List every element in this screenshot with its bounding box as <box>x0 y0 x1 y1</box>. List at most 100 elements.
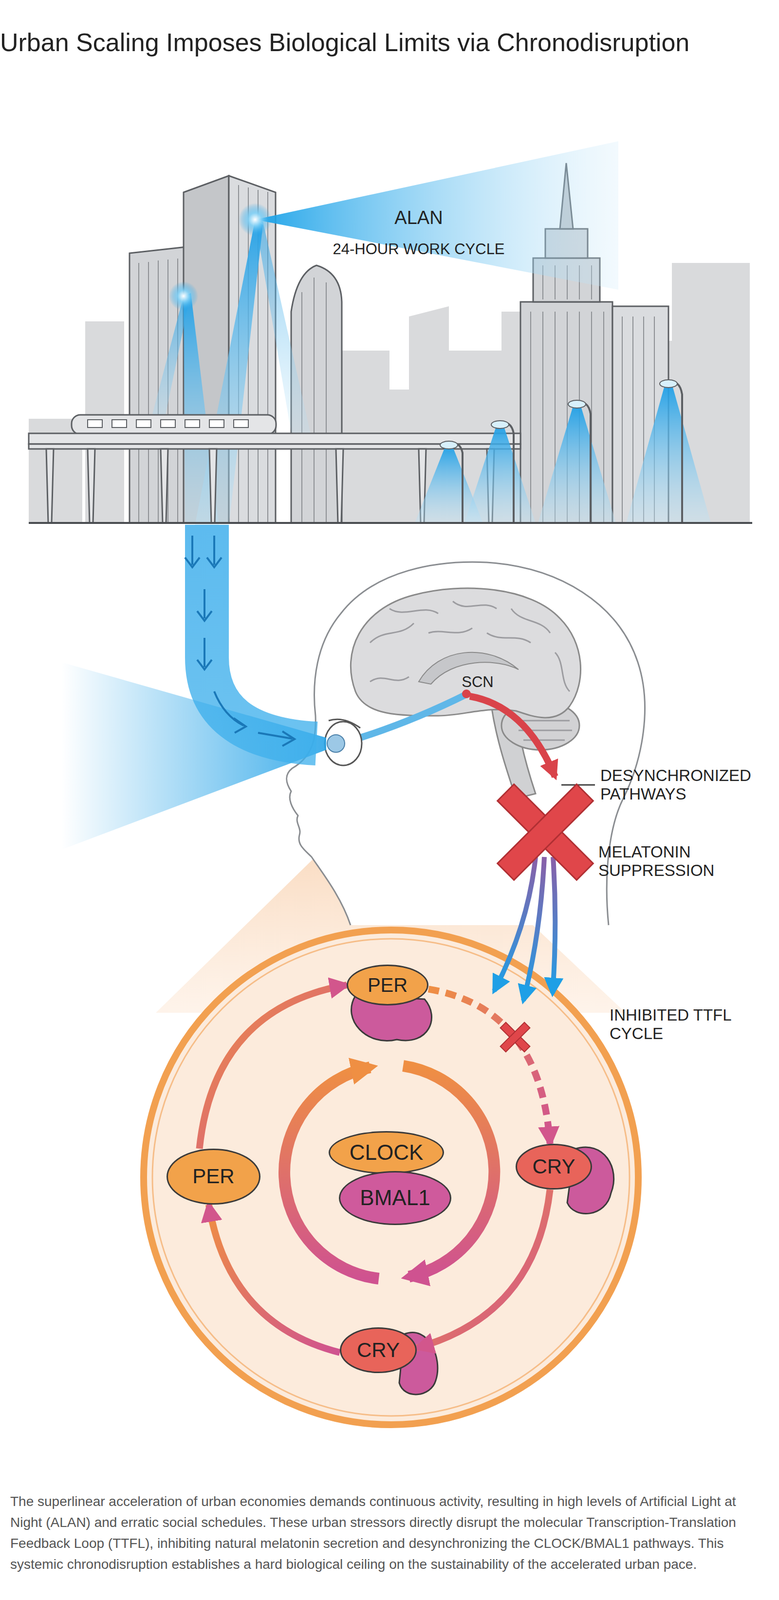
brain-fold <box>555 652 570 692</box>
ground-line <box>28 521 753 524</box>
window-lines <box>542 311 544 523</box>
brain-fold <box>370 676 409 682</box>
scn-dot <box>462 689 471 699</box>
block-x <box>497 784 594 881</box>
protein-node: PER <box>166 1148 261 1205</box>
train-window <box>87 419 249 428</box>
inner-cycle-arrow <box>284 1065 495 1279</box>
window-lines <box>621 316 623 523</box>
eye <box>324 721 362 766</box>
viaduct <box>87 448 95 523</box>
lamp-head <box>491 420 509 429</box>
window-lines <box>138 262 140 523</box>
node-label: BMAL1 <box>359 1186 430 1209</box>
brain-fold <box>523 739 565 742</box>
street-lamp-cone <box>626 385 711 523</box>
eye <box>360 693 468 738</box>
train-window <box>160 419 176 428</box>
head-silhouette <box>286 561 645 926</box>
light-arrow <box>206 557 222 568</box>
protein-node: CRY <box>339 1327 417 1373</box>
lamp-head <box>568 400 586 409</box>
brain-fold <box>516 720 570 722</box>
train-window <box>87 419 103 428</box>
protein-node: PER <box>346 964 429 1006</box>
eye <box>324 693 468 766</box>
protein-node: BMAL1 <box>338 1170 452 1225</box>
brain-fold <box>370 601 573 741</box>
caption-text: The superlinear acceleration of urban ec… <box>10 1490 765 1575</box>
ttfl-circle <box>143 929 639 1425</box>
cycle-arrow <box>199 984 347 1149</box>
lamp-head <box>659 379 678 388</box>
head-silhouette <box>286 561 645 926</box>
protein-node: CLOCK <box>328 1131 445 1174</box>
light-arrow <box>203 637 206 668</box>
skyline-background <box>384 389 414 523</box>
light-arrow <box>197 659 212 670</box>
building-light-beam <box>183 293 220 526</box>
eye <box>328 719 361 728</box>
annotation-label: ALAN <box>345 207 492 229</box>
node-label: PER <box>367 974 408 996</box>
ttfl-circle <box>152 938 630 1416</box>
viaduct <box>71 414 277 435</box>
light-arrow <box>185 535 295 746</box>
brain-fold <box>370 623 414 643</box>
street-lamp <box>576 402 591 523</box>
inhibit-x <box>500 1022 531 1053</box>
inhibit-x <box>500 1022 531 1053</box>
ground-line <box>28 522 753 524</box>
node-label: CRY <box>356 1339 400 1361</box>
viaduct <box>335 448 344 523</box>
annotation-label: SCN <box>448 673 507 691</box>
node-label: PER <box>192 1165 235 1188</box>
building-light-beam <box>146 219 312 526</box>
viaduct <box>28 414 521 523</box>
annotation-label: DESYNCHRONIZED PATHWAYS <box>600 766 766 804</box>
protein-node: CRY <box>515 1143 593 1190</box>
inhibit-x <box>500 1022 531 1053</box>
signal-arrow <box>469 696 556 777</box>
brain-fold <box>486 632 531 643</box>
building-light-beam <box>255 219 312 439</box>
brain-fold <box>428 628 473 633</box>
street-lamp <box>448 382 683 523</box>
light-arrow <box>233 718 246 733</box>
light-path <box>206 524 317 744</box>
train-window <box>185 419 200 428</box>
alan-beam <box>255 141 619 290</box>
inner-cycle-arrow <box>403 1065 495 1277</box>
inner-cycle-arrow <box>284 1067 379 1279</box>
light-arrow <box>213 535 216 565</box>
signal-arrow <box>552 856 556 994</box>
window-lines <box>148 261 149 523</box>
brain-fold <box>389 608 439 614</box>
viaduct <box>209 448 217 523</box>
light-arrow <box>191 535 194 565</box>
alan-beam <box>255 141 619 290</box>
light-arrow <box>214 691 244 726</box>
viaduct <box>160 448 168 523</box>
lamp-head <box>440 379 678 449</box>
block-x <box>497 784 594 881</box>
street-lamp-cone <box>414 385 711 523</box>
train-window <box>111 419 127 428</box>
head-silhouette <box>286 561 645 926</box>
brain-fold <box>511 608 551 633</box>
scn-dot <box>462 689 471 699</box>
light-arrow <box>282 731 295 746</box>
street-lamp-cone <box>537 406 616 523</box>
signal-arrow <box>523 856 545 1001</box>
street-lamp <box>448 443 463 523</box>
brain <box>350 588 581 799</box>
window-lines <box>632 316 634 523</box>
train-window <box>233 419 249 428</box>
light-arrow <box>203 589 206 619</box>
window-lines <box>267 191 269 523</box>
light-arrow <box>185 557 200 568</box>
annotation-label: 24-HOUR WORK CYCLE <box>301 240 536 259</box>
block-x <box>497 784 594 881</box>
node-label: CLOCK <box>349 1141 424 1164</box>
street-lamp <box>668 382 683 523</box>
